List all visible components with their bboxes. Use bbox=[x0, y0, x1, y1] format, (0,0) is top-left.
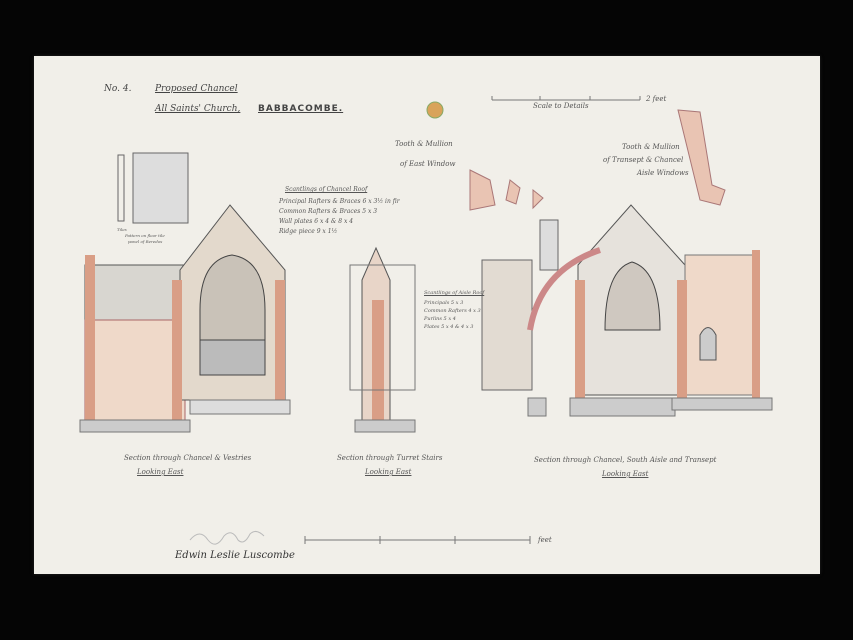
transept-label: Tooth & Mullion bbox=[622, 143, 680, 151]
chancel-roof-row: Principal Rafters & Braces 6 x 3½ in fir bbox=[279, 198, 400, 205]
aisle-roof-title: Scantlings of Aisle Roof bbox=[424, 290, 485, 296]
title-place: BABBACOMBE. bbox=[258, 104, 344, 114]
boss-detail bbox=[426, 101, 444, 119]
scale-bar-bottom bbox=[304, 536, 531, 544]
tile-label: Pattern on floor tile bbox=[125, 233, 165, 238]
transept-label: Aisle Windows bbox=[637, 169, 689, 177]
transept-mullion bbox=[677, 109, 726, 206]
section-subcaption: Looking East bbox=[365, 468, 412, 476]
section-caption: Section through Chancel & Vestries bbox=[124, 454, 252, 462]
chancel-roof-row: Common Rafters & Braces 5 x 3 bbox=[279, 208, 378, 215]
transept-label: of Transept & Chancel bbox=[603, 156, 684, 164]
sheet-number: No. 4. bbox=[104, 84, 132, 94]
scale-top-label: Scale to Details bbox=[533, 102, 589, 110]
tile-label: Tiles bbox=[117, 227, 127, 232]
aisle-roof-row: Plates 5 x 4 & 4 x 3 bbox=[424, 324, 474, 330]
signature: Edwin Leslie Luscombe bbox=[175, 550, 295, 561]
chancel-roof-row: Wall plates 6 x 4 & 8 x 4 bbox=[279, 218, 354, 225]
scale-bottom-unit: feet bbox=[538, 536, 552, 544]
tile-label: panel of Reredos bbox=[128, 239, 163, 244]
east-window-mullion bbox=[469, 169, 544, 211]
section-chancel-vestries bbox=[79, 204, 291, 433]
section-subcaption: Looking East bbox=[602, 470, 649, 478]
pencil-signature bbox=[189, 530, 265, 545]
title-line1: Proposed Chancel bbox=[155, 84, 238, 94]
tile-pattern bbox=[132, 152, 189, 224]
aisle-roof-row: Common Rafters 4 x 3 bbox=[424, 308, 481, 314]
chancel-roof-row: Ridge piece 9 x 1½ bbox=[279, 228, 338, 235]
section-turret bbox=[349, 246, 416, 433]
scale-top-unit: 2 feet bbox=[646, 95, 667, 103]
section-caption: Section through Chancel, South Aisle and… bbox=[534, 456, 717, 464]
chancel-roof-title: Scantlings of Chancel Roof bbox=[285, 186, 368, 193]
east-window-label: of East Window bbox=[400, 160, 456, 168]
aisle-roof-row: Principals 5 x 3 bbox=[424, 300, 464, 306]
section-caption: Section through Turret Stairs bbox=[337, 454, 443, 462]
east-window-label: Tooth & Mullion bbox=[395, 140, 453, 148]
scale-bar-top bbox=[491, 96, 641, 101]
section-subcaption: Looking East bbox=[137, 468, 184, 476]
title-line2: All Saints' Church, bbox=[155, 104, 241, 114]
section-chancel-aisle-transept bbox=[481, 204, 773, 417]
aisle-roof-row: Purlins 5 x 4 bbox=[424, 316, 456, 322]
